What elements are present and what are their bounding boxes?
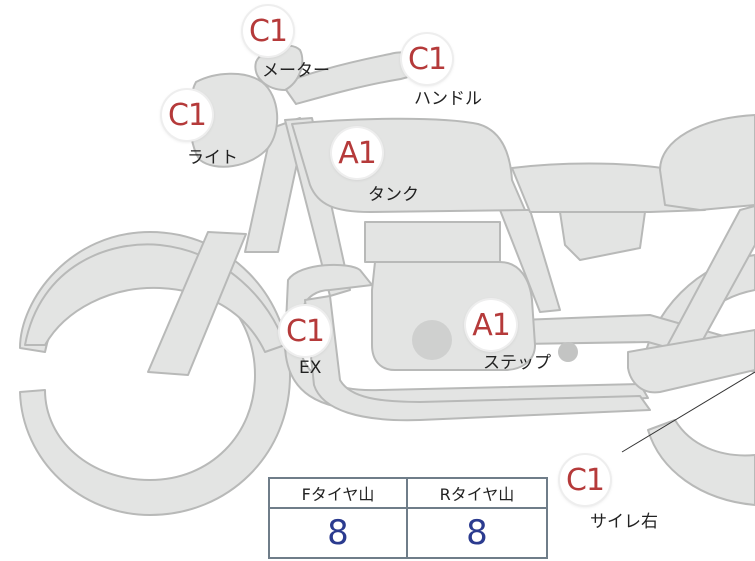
part-label-muffler-right: サイレ右 xyxy=(590,512,658,532)
grade-badge-ex: C1 xyxy=(280,306,330,356)
part-label-ex: EX xyxy=(299,358,322,378)
grade-badge-light: C1 xyxy=(162,90,212,140)
engine-top xyxy=(364,221,501,263)
leader-line xyxy=(621,371,755,453)
part-label-tank: タンク xyxy=(368,185,419,205)
grade-badge-tank: A1 xyxy=(332,128,382,178)
engine-cover-dot xyxy=(412,320,452,360)
rear-shock xyxy=(664,205,755,351)
muffler xyxy=(627,329,755,394)
step-dot xyxy=(558,342,578,362)
frame-down-tube xyxy=(284,117,351,297)
tail-cowl xyxy=(659,114,755,211)
front-tread-header: Fタイヤ山 xyxy=(270,479,408,509)
tire-tread-table: Fタイヤ山 Rタイヤ山 8 8 xyxy=(268,477,548,559)
grade-badge-meter: C1 xyxy=(243,6,293,56)
side-cover xyxy=(559,211,646,261)
part-label-meter: メーター xyxy=(262,61,330,81)
rear-tread-header: Rタイヤ山 xyxy=(408,479,546,509)
grade-badge-step: A1 xyxy=(466,300,516,350)
part-label-light: ライト xyxy=(187,148,238,168)
grade-badge-handlebar: C1 xyxy=(402,34,452,84)
front-fender xyxy=(24,243,286,353)
part-label-handlebar: ハンドル xyxy=(414,89,482,109)
grade-badge-muffler-right: C1 xyxy=(560,455,610,505)
rear-tread-value: 8 xyxy=(466,513,488,553)
exhaust-pipe xyxy=(304,295,651,422)
front-fork-lower xyxy=(147,231,247,376)
part-label-step: ステップ xyxy=(483,353,551,373)
front-tread-value: 8 xyxy=(270,509,408,557)
